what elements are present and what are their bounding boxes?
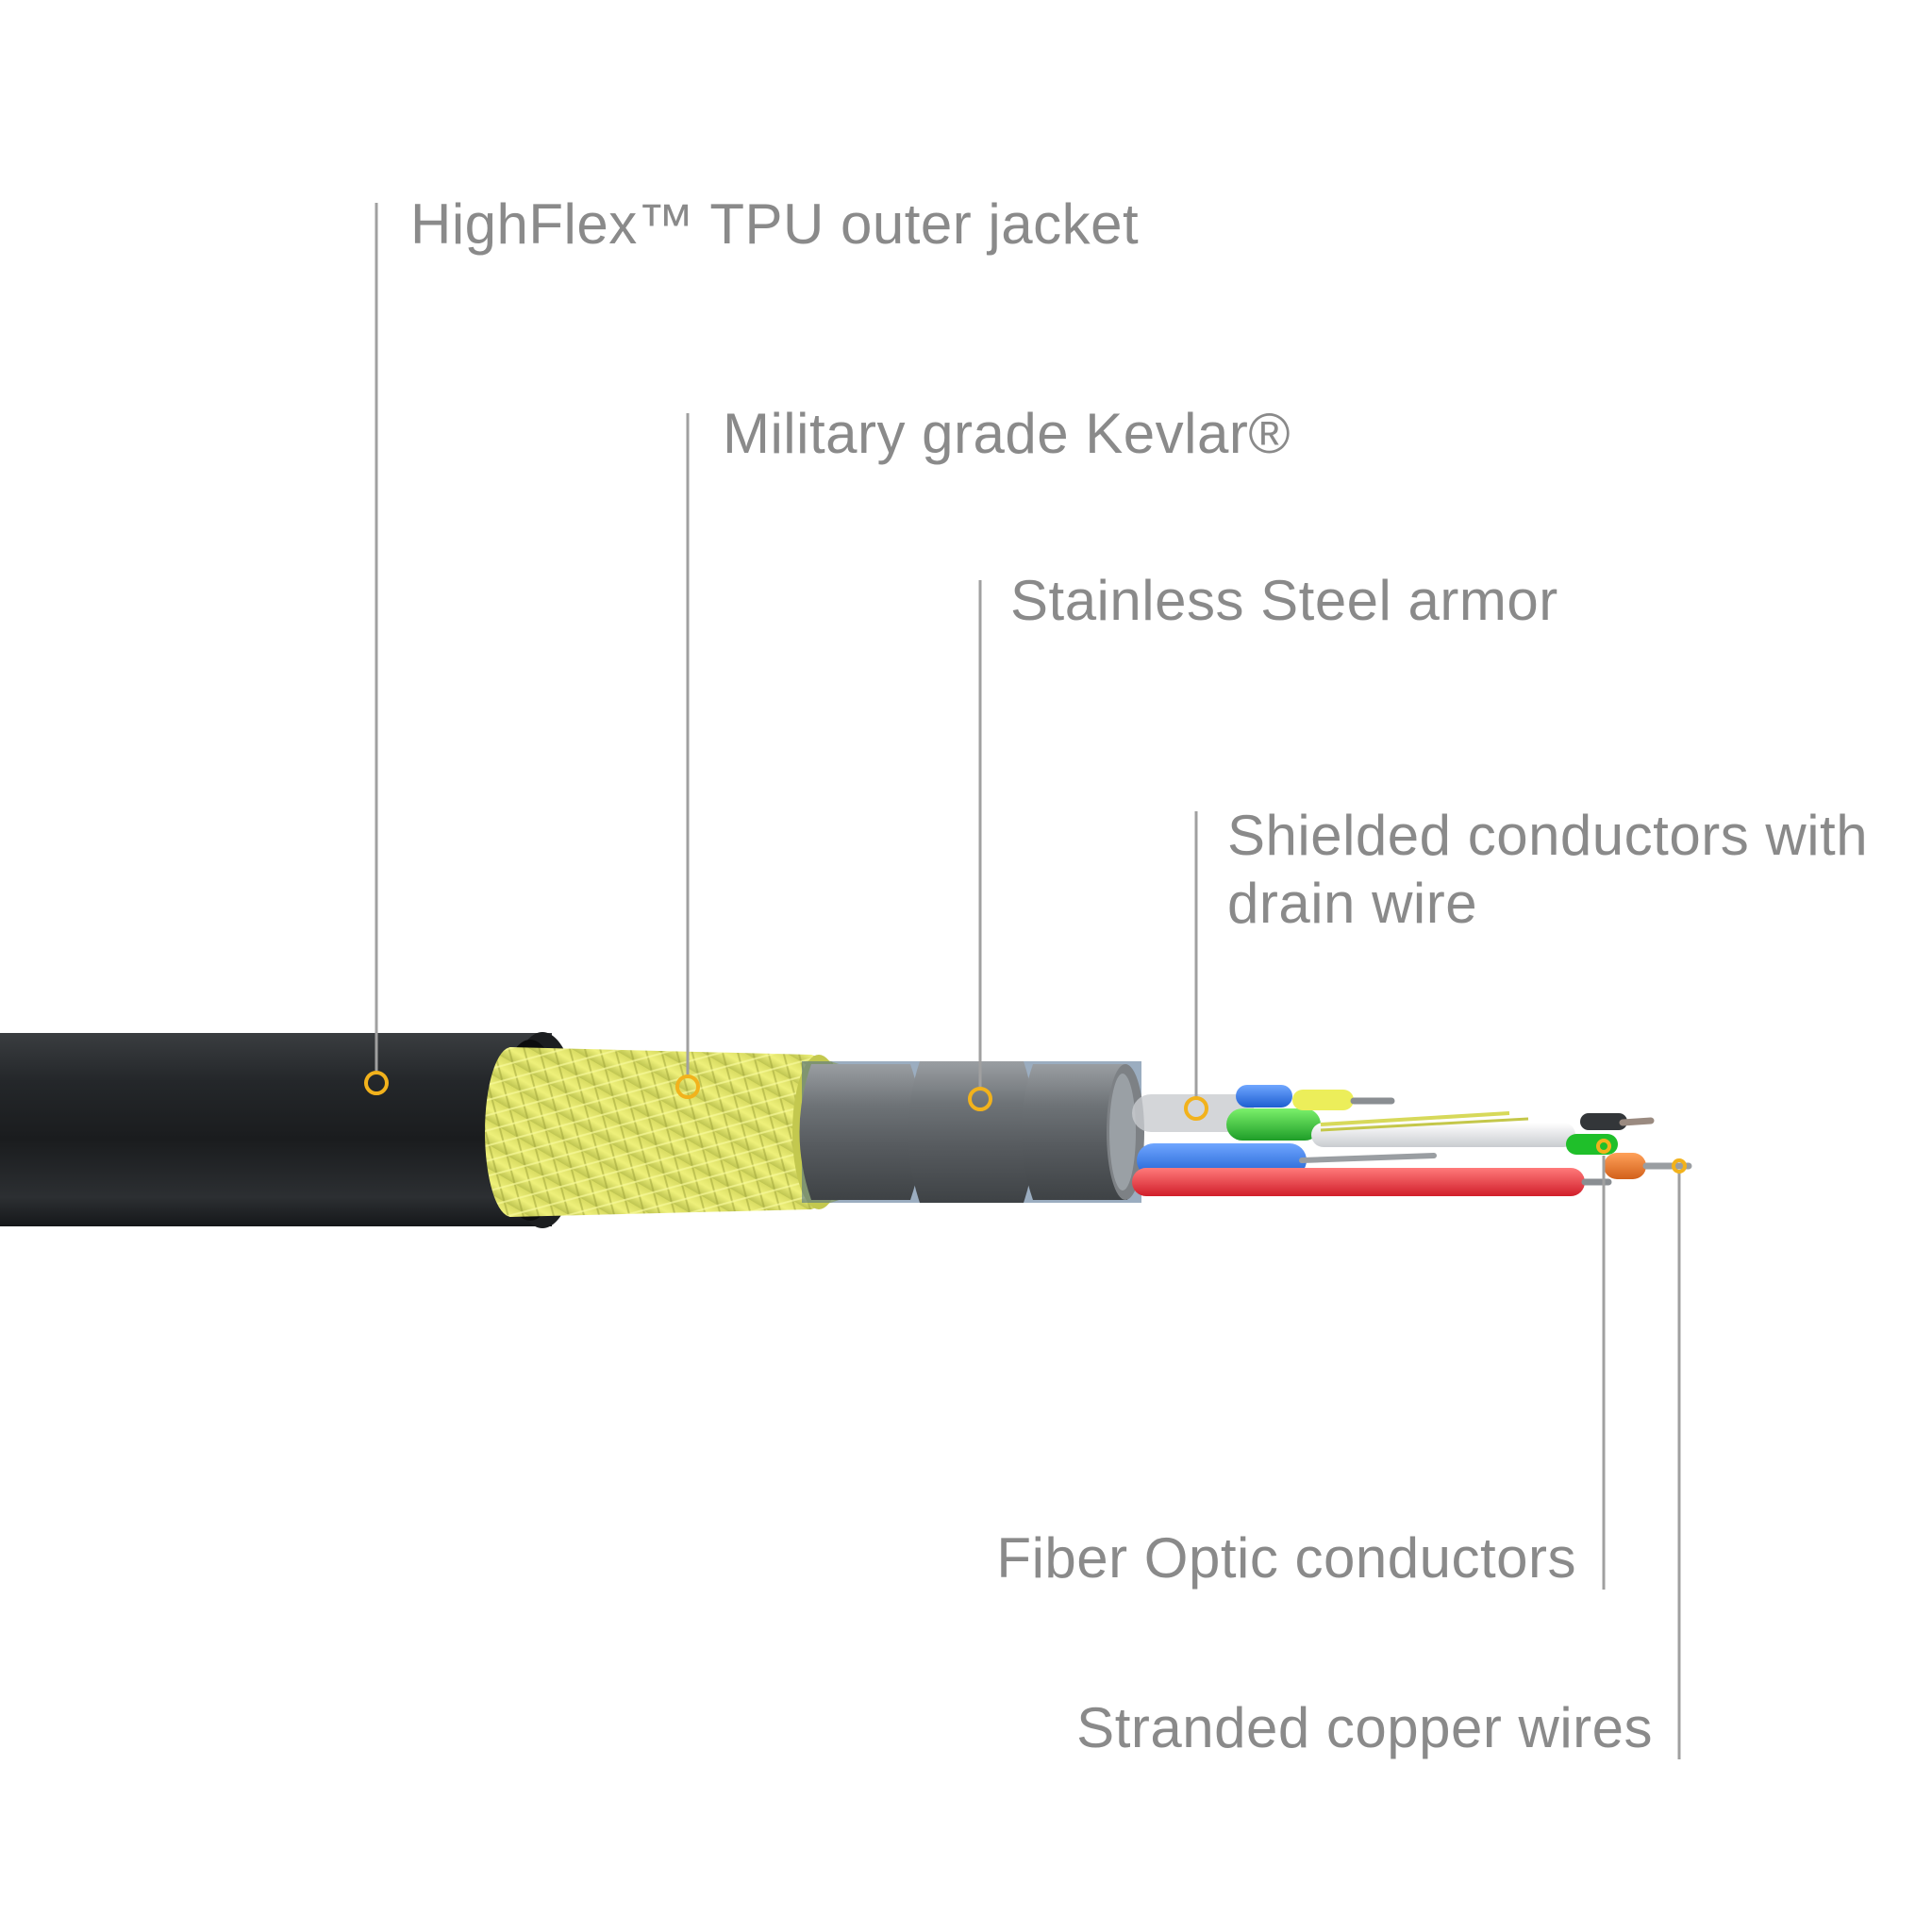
marker-fiber (1596, 1139, 1611, 1154)
steel-armor (799, 1061, 1144, 1203)
label-shielded-line2: drain wire (1227, 872, 1478, 935)
label-outer-jacket: HighFlex™ TPU outer jacket (410, 192, 1140, 256)
label-kevlar: Military grade Kevlar® (723, 402, 1291, 465)
inner-conductors (1132, 1085, 1692, 1196)
label-fiber-optic: Fiber Optic conductors (996, 1526, 1576, 1590)
marker-shielded (1184, 1096, 1208, 1121)
label-steel-armor: Stainless Steel armor (1010, 569, 1558, 632)
label-copper-wires: Stranded copper wires (1076, 1696, 1653, 1759)
marker-kevlar (675, 1074, 700, 1099)
marker-copper (1672, 1158, 1687, 1174)
marker-jacket (364, 1071, 389, 1095)
label-shielded-line1: Shielded conductors with (1227, 804, 1869, 867)
label-shielded-conductors: Shielded conductors with drain wire (1227, 802, 1868, 938)
kevlar-braid (485, 1047, 845, 1217)
leader-lines (375, 203, 1681, 1759)
markers (364, 1071, 1687, 1174)
marker-armor (968, 1087, 992, 1111)
